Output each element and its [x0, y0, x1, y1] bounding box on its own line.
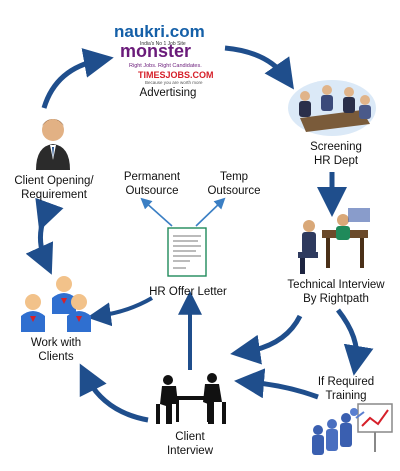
arrow-technical-to-training: [336, 308, 374, 376]
arrow-opening-clients-bidirectional: [25, 197, 64, 275]
label-temp-outsource: Temp Outsource: [194, 170, 274, 198]
arrow-offer-to-temp: [195, 197, 226, 227]
offer-text: HR Offer Letter: [149, 286, 227, 298]
client-interview-line-2: Interview: [166, 445, 214, 457]
temp-line-1: Temp: [219, 171, 249, 183]
work-line-2: Clients: [38, 351, 74, 363]
arrow-training-to-interview: [234, 368, 319, 400]
monster-tagline: Right Jobs. Right Candidates.: [129, 63, 202, 69]
opening-line-2: Requirement: [21, 189, 87, 201]
training-line-1: If Required: [317, 376, 375, 388]
naukri-logo: naukri.com: [114, 22, 205, 41]
temp-line-2: Outsource: [207, 185, 261, 197]
arrow-offer-to-permanent: [140, 197, 173, 227]
opening-line-1: Client Opening/: [14, 175, 94, 187]
label-client-opening: Client Opening/ Requirement: [4, 174, 104, 202]
work-line-1: Work with: [30, 337, 82, 349]
label-training: If Required Training: [306, 375, 386, 403]
label-work-with-clients: Work with Clients: [16, 336, 96, 364]
arrow-technical-to-clients: [230, 314, 303, 365]
technical-line-1: Technical Interview: [287, 279, 385, 291]
label-screening: Screening HR Dept: [296, 140, 376, 168]
label-advertising: Advertising: [128, 86, 208, 100]
arrow-interview-to-clients: [79, 363, 149, 423]
permanent-line-2: Outsource: [125, 185, 179, 197]
screening-line-1: Screening: [310, 141, 362, 153]
monster-logo: monster: [120, 41, 191, 61]
arrow-advertising-to-screening: [224, 45, 294, 90]
arrow-opening-to-advertising: [41, 48, 114, 109]
client-interview-line-1: Client: [175, 431, 205, 443]
label-client-interview: Client Interview: [150, 430, 230, 458]
timesjobs-tagline: Because you are worth more: [145, 80, 203, 85]
screening-line-2: HR Dept: [313, 155, 359, 167]
arrow-offer-to-clients: [86, 296, 154, 327]
naukri-tagline: India's No 1 Job Site: [140, 41, 186, 47]
timesjobs-logo: TIMESJOBS.COM: [138, 70, 214, 80]
label-permanent-outsource: Permanent Outsource: [112, 170, 192, 198]
technical-line-2: By Rightpath: [303, 293, 369, 305]
training-line-2: Training: [325, 390, 367, 402]
label-offer-letter: HR Offer Letter: [138, 285, 238, 299]
label-technical-interview: Technical Interview By Rightpath: [276, 278, 396, 306]
permanent-line-1: Permanent: [123, 171, 181, 183]
advertising-text: Advertising: [139, 87, 197, 99]
